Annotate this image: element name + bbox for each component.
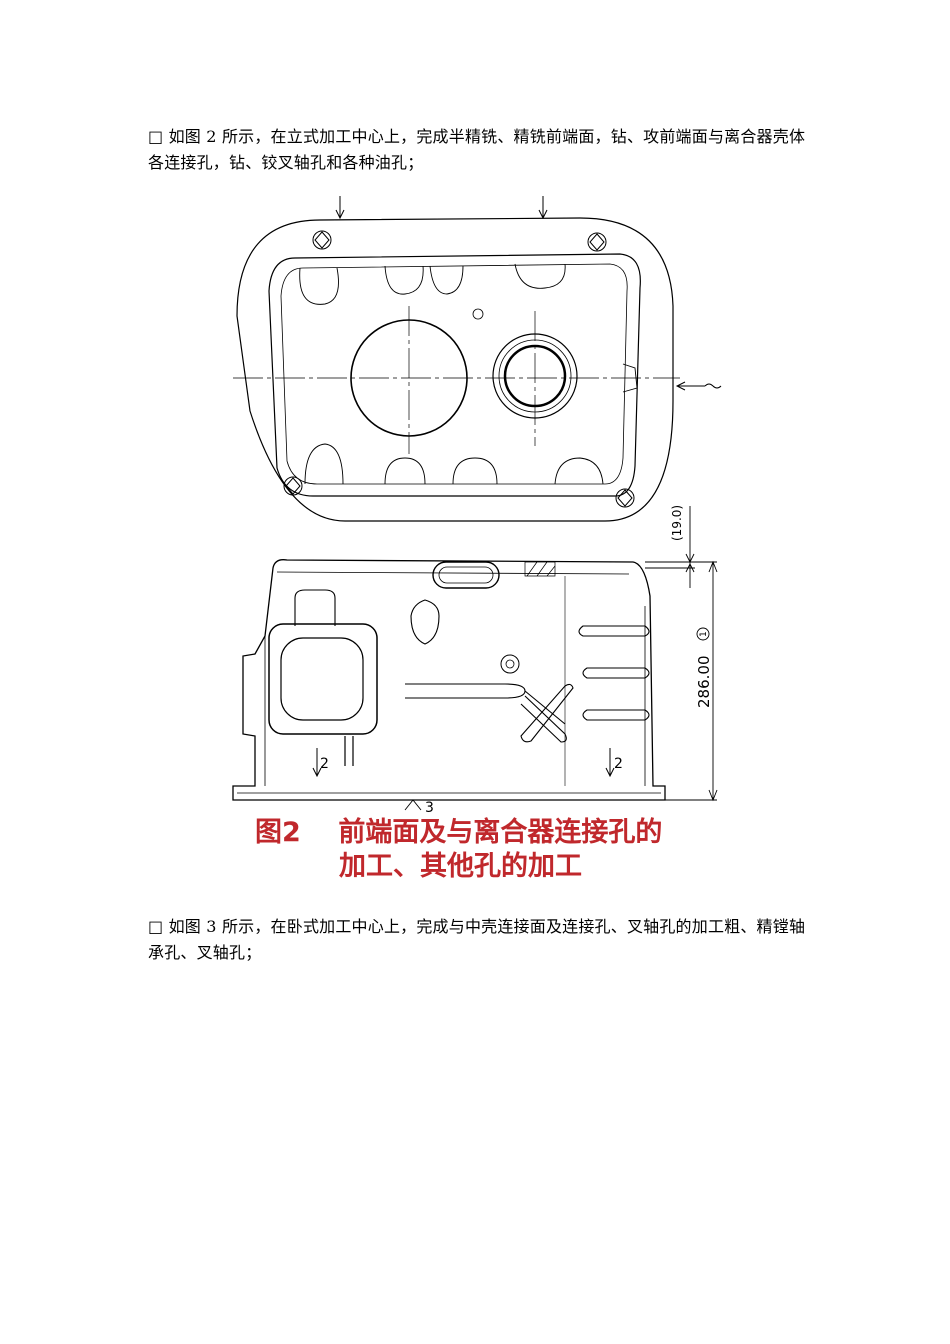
corner-bolt-hole [587,232,607,252]
caption-line-1: 图2 前端面及与离合器连接孔的 [255,817,663,848]
clamp-arrows [335,196,722,391]
dimension-circle-label: 1 [699,631,709,637]
figure-caption: 图2 前端面及与离合器连接孔的 加工、其他孔的加工 [255,816,735,884]
top-view [233,196,722,522]
side-outline [232,559,666,801]
side-housing [268,623,378,735]
inner-wall [280,263,628,485]
caption-line-2: 加工、其他孔的加工 [339,851,582,882]
corner-bolt-hole [312,230,332,250]
corner-bolt-hole [283,476,303,496]
center-lines [233,306,680,454]
datum-label-bottom: 3 [425,800,434,812]
corner-bolt-hole [615,488,635,508]
dimension-286: 286.00 [695,656,713,709]
top-slot [432,561,500,589]
outer-contour [236,217,674,522]
top-bosses [299,263,566,305]
dimension-19: (19.0) [670,505,684,541]
paragraph-figure3-description: □ 如图 3 所示，在卧式加工中心上，完成与中壳连接面及连接孔、叉轴孔的加工粗、… [148,917,806,962]
bottom-bosses [304,443,604,485]
side-view [232,506,718,811]
dimension-lines [645,506,718,802]
figure2-technical-drawing: (19.0) 286.00 1 2 2 3 [232,196,722,812]
paragraph-figure2-description: □ 如图 2 所示，在立式加工中心上，完成半精铣、精铣前端面，钻、攻前端面与离合… [148,127,806,172]
inner-contour [268,253,641,497]
datum-label-left: 2 [320,756,329,772]
datum-label-right: 2 [614,756,623,772]
side-ribs [405,625,650,743]
